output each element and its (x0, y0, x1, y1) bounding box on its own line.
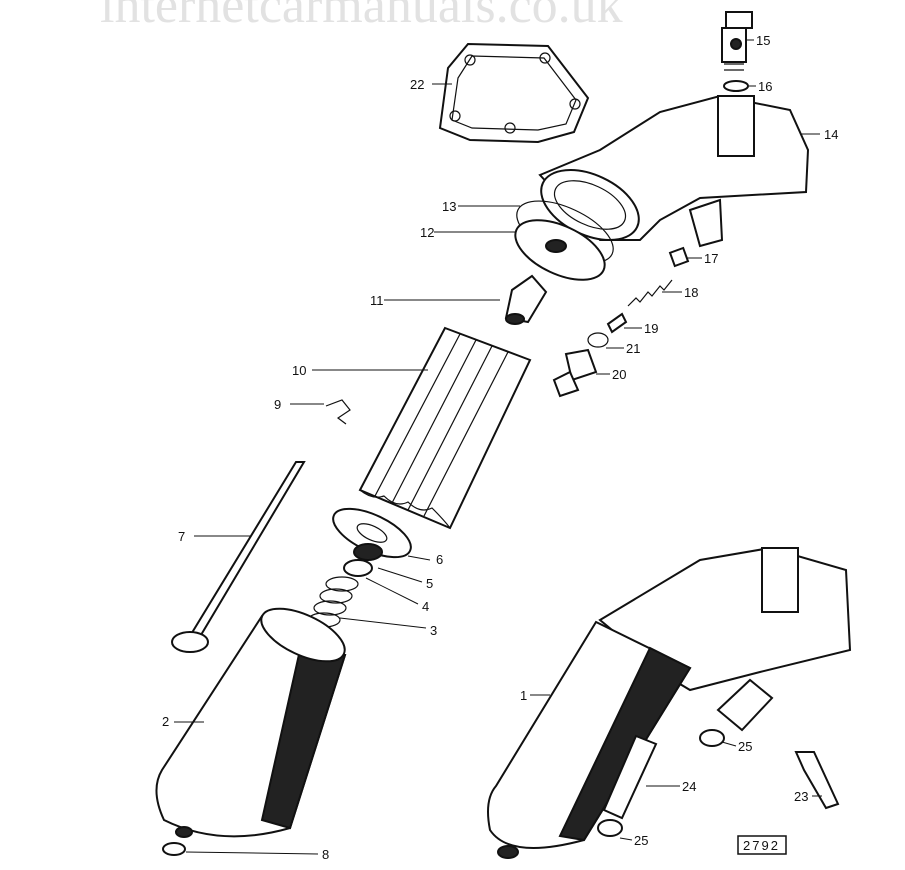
canister-2 (155, 607, 347, 838)
callout-2: 2 (162, 714, 169, 729)
centre-tube-11 (504, 274, 548, 325)
callout-24: 24 (682, 779, 696, 794)
callout-15: 15 (756, 33, 770, 48)
washer-8 (162, 842, 186, 856)
washer-4 (343, 559, 373, 577)
plug-17 (668, 246, 690, 268)
assembled-filter-1 (487, 546, 852, 859)
callout-13: 13 (442, 199, 456, 214)
callout-4: 4 (422, 599, 429, 614)
hose-clip-25-lower (597, 819, 623, 837)
washer-21 (587, 332, 609, 348)
spring-18 (627, 279, 673, 307)
callout-25-lower: 25 (634, 833, 648, 848)
callout-11: 11 (370, 293, 384, 308)
callout-10: 10 (292, 363, 306, 378)
callout-17: 17 (704, 251, 718, 266)
callout-6: 6 (436, 552, 443, 567)
leader-lines (174, 39, 822, 855)
callout-12: 12 (420, 225, 434, 240)
callout-23: 23 (794, 789, 808, 804)
callout-14: 14 (824, 127, 838, 142)
callout-21: 21 (626, 341, 640, 356)
watermark: internetcarmanuals.co.uk (100, 0, 623, 34)
callout-labels: 1 2 3 4 5 6 7 8 9 10 11 12 13 14 15 16 1… (162, 33, 838, 862)
reference-number: 2792 (743, 838, 780, 853)
bracket-23 (794, 751, 840, 810)
union-20 (552, 348, 598, 398)
filter-element-10 (358, 326, 532, 530)
callout-3: 3 (430, 623, 437, 638)
callout-7: 7 (178, 529, 185, 544)
gasket-22 (438, 42, 590, 144)
filter-head-14 (538, 94, 810, 248)
callout-19: 19 (644, 321, 658, 336)
clip-9 (325, 399, 351, 425)
hose-clip-25-upper (699, 729, 725, 747)
reference-box: 2792 (737, 835, 787, 855)
washer-5 (353, 543, 383, 561)
callout-9: 9 (274, 397, 281, 412)
callout-16: 16 (758, 79, 772, 94)
callout-25-upper: 25 (738, 739, 752, 754)
hose-24 (602, 734, 658, 820)
callout-8: 8 (322, 847, 329, 862)
centre-bolt-7 (171, 461, 306, 653)
sealing-ring-12 (514, 219, 606, 281)
relief-valve-19 (606, 312, 628, 334)
callout-5: 5 (426, 576, 433, 591)
callout-18: 18 (684, 285, 698, 300)
callout-1: 1 (520, 688, 527, 703)
callout-22: 22 (410, 77, 424, 92)
callout-20: 20 (612, 367, 626, 382)
washer-16 (723, 80, 749, 92)
banjo-bolt-15 (721, 11, 753, 71)
